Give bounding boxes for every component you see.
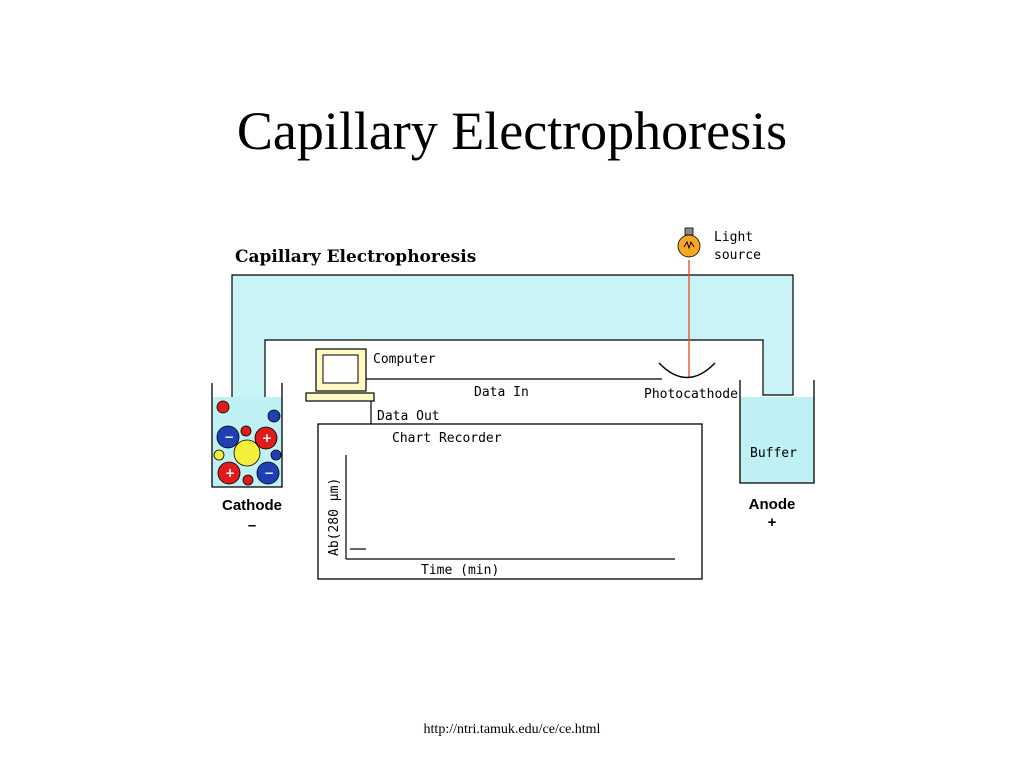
photocathode-label: Photocathode [644,387,738,402]
computer-label: Computer [373,352,436,367]
anode-buffer-liquid [740,397,814,483]
light-source-label: source [714,248,761,263]
svg-text:−: − [224,430,234,444]
cathode-sign: – [248,517,256,534]
ion-mixture: − + + − [213,400,282,486]
diagram-title: Capillary Electrophoresis [235,247,476,267]
cathode-label: Cathode [222,497,282,514]
negative-ion [216,425,240,449]
photocathode-icon [658,362,716,379]
recorder-y-axis-label: Ab(280 µm) [327,478,342,556]
cathode-reservoir [211,383,283,488]
svg-text:−: − [264,466,274,480]
positive-ion [216,400,230,414]
neutral-molecule [233,439,261,467]
light-source-label: Light [714,230,753,245]
slide-title: Capillary Electrophoresis [236,101,788,161]
anode-sign: + [768,514,777,531]
buffer-label: Buffer [750,446,797,461]
positive-ion [240,425,252,437]
negative-ion [270,449,282,461]
data-in-label: Data In [474,385,529,400]
chart-recorder [317,423,703,580]
positive-ion [217,461,241,485]
chart-recorder-label: Chart Recorder [392,431,502,446]
light-bulb-icon [677,227,701,258]
negative-ion [256,461,280,485]
data-out-label: Data Out [377,409,440,424]
source-url: http://ntri.tamuk.edu/ce/ce.html [423,722,601,737]
svg-text:+: + [262,431,272,445]
positive-ion [254,426,278,450]
positive-ion [242,474,254,486]
negative-ion [267,409,281,423]
recorder-x-axis-label: Time (min) [421,563,499,578]
neutral-molecule [213,449,225,461]
svg-text:+: + [225,466,235,480]
anode-reservoir [739,380,815,484]
computer-icon [305,348,375,402]
anode-label: Anode [749,496,796,513]
